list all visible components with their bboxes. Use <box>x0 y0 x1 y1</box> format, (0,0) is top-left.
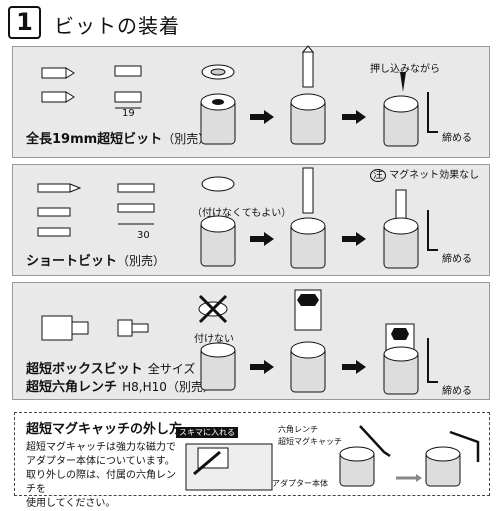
adapter-step2-c <box>383 189 438 269</box>
hex-wrench-name: 超短六角レンチ <box>26 380 118 395</box>
gap-tag-label: スキマに入れる <box>176 427 238 438</box>
dimension-19: 19 <box>122 108 135 119</box>
page-title: ビットの装着 <box>54 14 180 38</box>
mag-catch-callout: 超短マグキャッチ <box>278 437 342 446</box>
removal-cross-section <box>185 443 273 491</box>
hex-wrench-sizes: H8,H10（別売） <box>122 380 215 394</box>
removal-adapters <box>339 425 480 487</box>
push-note: 押し込みながら <box>370 64 440 75</box>
bit-label-short: ショートビット（別売） <box>26 250 165 269</box>
bit-name: 全長19mm超短ビット <box>26 132 163 147</box>
removal-line: 取り外しの際は、付属の六角レンチを <box>26 470 176 495</box>
arrow-3a <box>250 360 274 374</box>
bit-label-box: 超短ボックスビット 全サイズ <box>26 358 195 377</box>
removal-line: アダプター本体についています。 <box>26 456 175 467</box>
removal-line: 超短マグキャッチは強力な磁力で <box>26 442 176 453</box>
tighten-label: 締める <box>442 133 472 144</box>
arrow-3b <box>342 360 366 374</box>
box-bit-name: 超短ボックスビット <box>26 362 143 377</box>
removal-body: 超短マグキャッチは強力な磁力で アダプター本体についています。 取り外しの際は、… <box>26 441 176 511</box>
magnet-note: マグネット効果なし <box>389 170 480 181</box>
arrow-2a <box>250 232 274 246</box>
adapter-step3-a <box>200 342 236 391</box>
dimension-30: 30 <box>137 230 150 241</box>
gap-tag: スキマに入れる <box>176 420 238 439</box>
caution-note: 注 マグネット効果なし <box>370 166 480 182</box>
adapter-step1-c <box>383 72 438 147</box>
bit-illustrations-19mm <box>41 65 142 109</box>
adapter-step3-b <box>290 289 326 393</box>
arrow-2b <box>342 232 366 246</box>
sold-separately: （別売） <box>117 254 166 268</box>
do-not-attach-mark <box>198 294 228 324</box>
removal-title: 超短マグキャッチの外し方 <box>26 422 183 437</box>
adapter-step2-a <box>200 176 236 267</box>
step-number-badge: 1 <box>8 6 41 39</box>
arrow-1a <box>250 110 274 124</box>
adapter-step1-a <box>200 64 236 145</box>
optional-note: （付けなくてもよい） <box>192 208 292 219</box>
removal-line: 使用してください。 <box>26 498 116 509</box>
adapter-step3-c <box>383 323 438 395</box>
bit-label-19mm: 全長19mm超短ビット（別売） <box>26 128 210 147</box>
hex-wrench-callout: 六角レンチ <box>278 425 318 434</box>
do-not-attach-label: 付けない <box>194 334 234 345</box>
hex-wrench-label: 超短六角レンチ H8,H10（別売） <box>26 376 215 395</box>
sold-separately: （別売） <box>162 132 211 146</box>
adapter-step1-b <box>290 45 326 145</box>
bit-illustrations-short <box>37 183 155 237</box>
tighten-label: 締める <box>442 386 472 397</box>
adapter-step2-b <box>290 167 326 269</box>
box-bit-illustrations <box>41 315 149 341</box>
arrow-1b <box>342 110 366 124</box>
adapter-body-callout: アダプター本体 <box>272 479 328 488</box>
box-bit-sizes: 全サイズ <box>147 362 196 376</box>
bit-name: ショートビット <box>26 254 118 269</box>
tighten-label: 締める <box>442 254 472 265</box>
caution-mark: 注 <box>370 169 386 182</box>
